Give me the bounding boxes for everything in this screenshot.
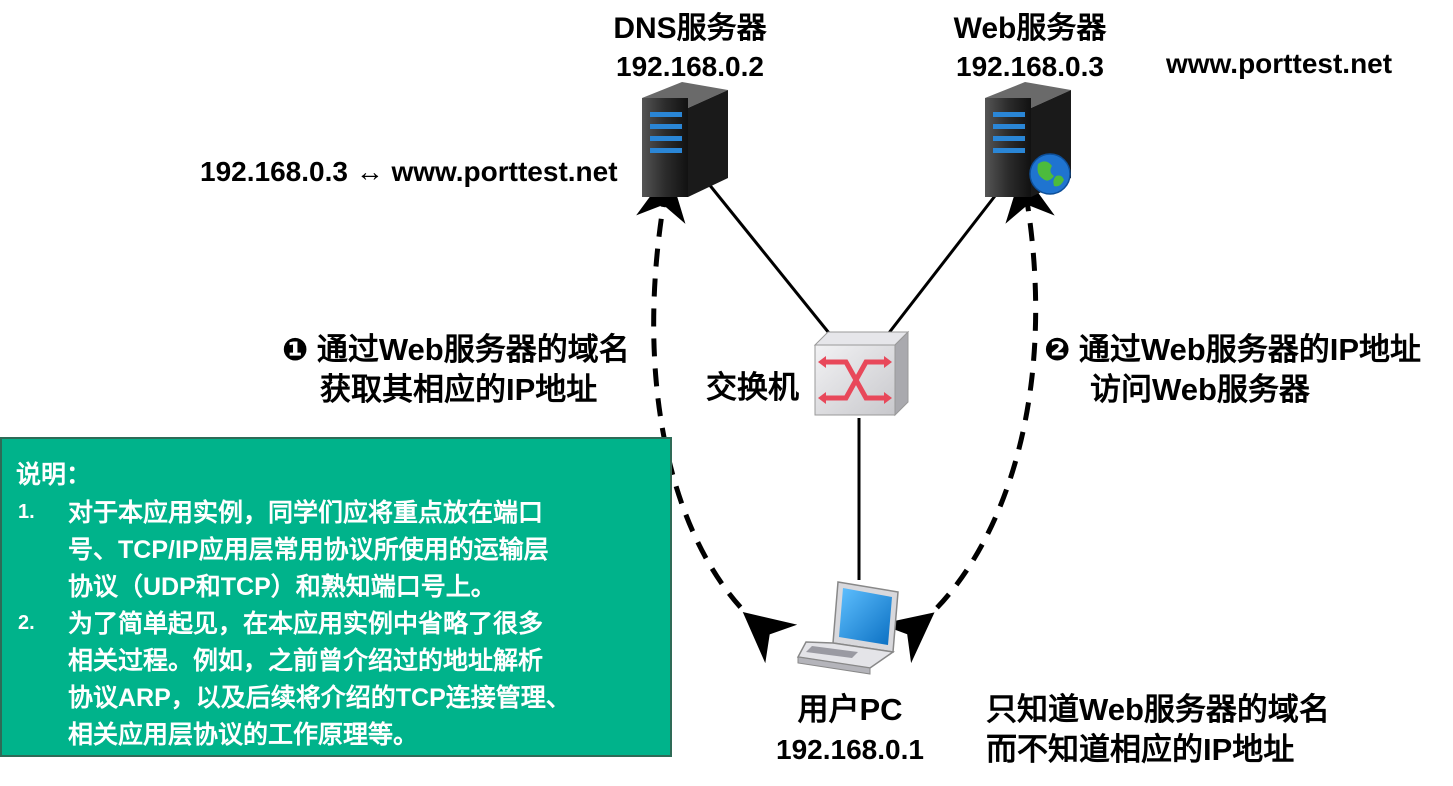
web-server-label: Web服务器 192.168.0.3 [940, 10, 1120, 86]
item-line: 对于本应用实例，同学们应将重点放在端口 [68, 499, 544, 527]
explanation-title: 说明： [16, 461, 92, 489]
switch-icon [813, 330, 910, 417]
pc-label: 用户PC 192.168.0.1 [760, 690, 940, 770]
item-number: 2. [18, 612, 35, 634]
web-server-name: Web服务器 [953, 12, 1107, 45]
dns-server-icon [642, 82, 728, 197]
step2-line2: 访问Web服务器 [1090, 372, 1310, 407]
pc-name: 用户PC [797, 692, 903, 727]
laptop-icon [796, 581, 899, 675]
pc-note: 只知道Web服务器的域名 而不知道相应的IP地址 [986, 690, 1330, 770]
step1-line2: 获取其相应的IP地址 [320, 372, 598, 407]
web-server-icon [985, 82, 1071, 197]
item-line: 协议（UDP和TCP）和熟知端口号上。 [68, 573, 496, 601]
pc-note-line2: 而不知道相应的IP地址 [986, 732, 1295, 767]
web-server-ip: 192.168.0.3 [956, 51, 1104, 82]
dns-server-ip: 192.168.0.2 [616, 51, 764, 82]
item-number: 1. [18, 501, 35, 523]
globe-icon [1029, 153, 1071, 195]
item-text: 为了简单起见，在本应用实例中省略了很多 相关过程。例如，之前曾介绍过的地址解析 … [68, 606, 648, 754]
step1-line1: ❶ 通过Web服务器的域名 [282, 332, 630, 367]
dns-record: 192.168.0.3 ↔ www.porttest.net [200, 156, 618, 187]
web-server-domain: www.porttest.net [1166, 48, 1393, 79]
dns-server-name: DNS服务器 [613, 12, 767, 45]
item-line: 相关应用层协议的工作原理等。 [68, 721, 419, 749]
step2-line1: ❷ 通过Web服务器的IP地址 [1044, 332, 1422, 367]
arrow-step2 [879, 170, 1055, 664]
link-web-switch [883, 182, 1007, 339]
switch-label: 交换机 [706, 370, 799, 405]
link-dns-switch [706, 182, 835, 339]
item-text: 对于本应用实例，同学们应将重点放在端口 号、TCP/IP应用层常用协议所使用的运… [68, 495, 648, 606]
pc-ip: 192.168.0.1 [776, 734, 924, 765]
item-line: 号、TCP/IP应用层常用协议所使用的运输层 [68, 536, 549, 564]
explanation-box: 说明： 1. 对于本应用实例，同学们应将重点放在端口 号、TCP/IP应用层常用… [0, 437, 672, 757]
pc-note-line1: 只知道Web服务器的域名 [986, 692, 1330, 727]
item-line: 为了简单起见，在本应用实例中省略了很多 [68, 610, 544, 638]
item-line: 协议ARP，以及后续将介绍的TCP连接管理、 [68, 684, 571, 712]
item-line: 相关过程。例如，之前曾介绍过的地址解析 [68, 647, 544, 675]
step2-label: ❷ 通过Web服务器的IP地址 访问Web服务器 [1044, 330, 1421, 410]
dns-server-label: DNS服务器 192.168.0.2 [600, 10, 780, 86]
step1-label: ❶ 通过Web服务器的域名 获取其相应的IP地址 [282, 330, 630, 410]
